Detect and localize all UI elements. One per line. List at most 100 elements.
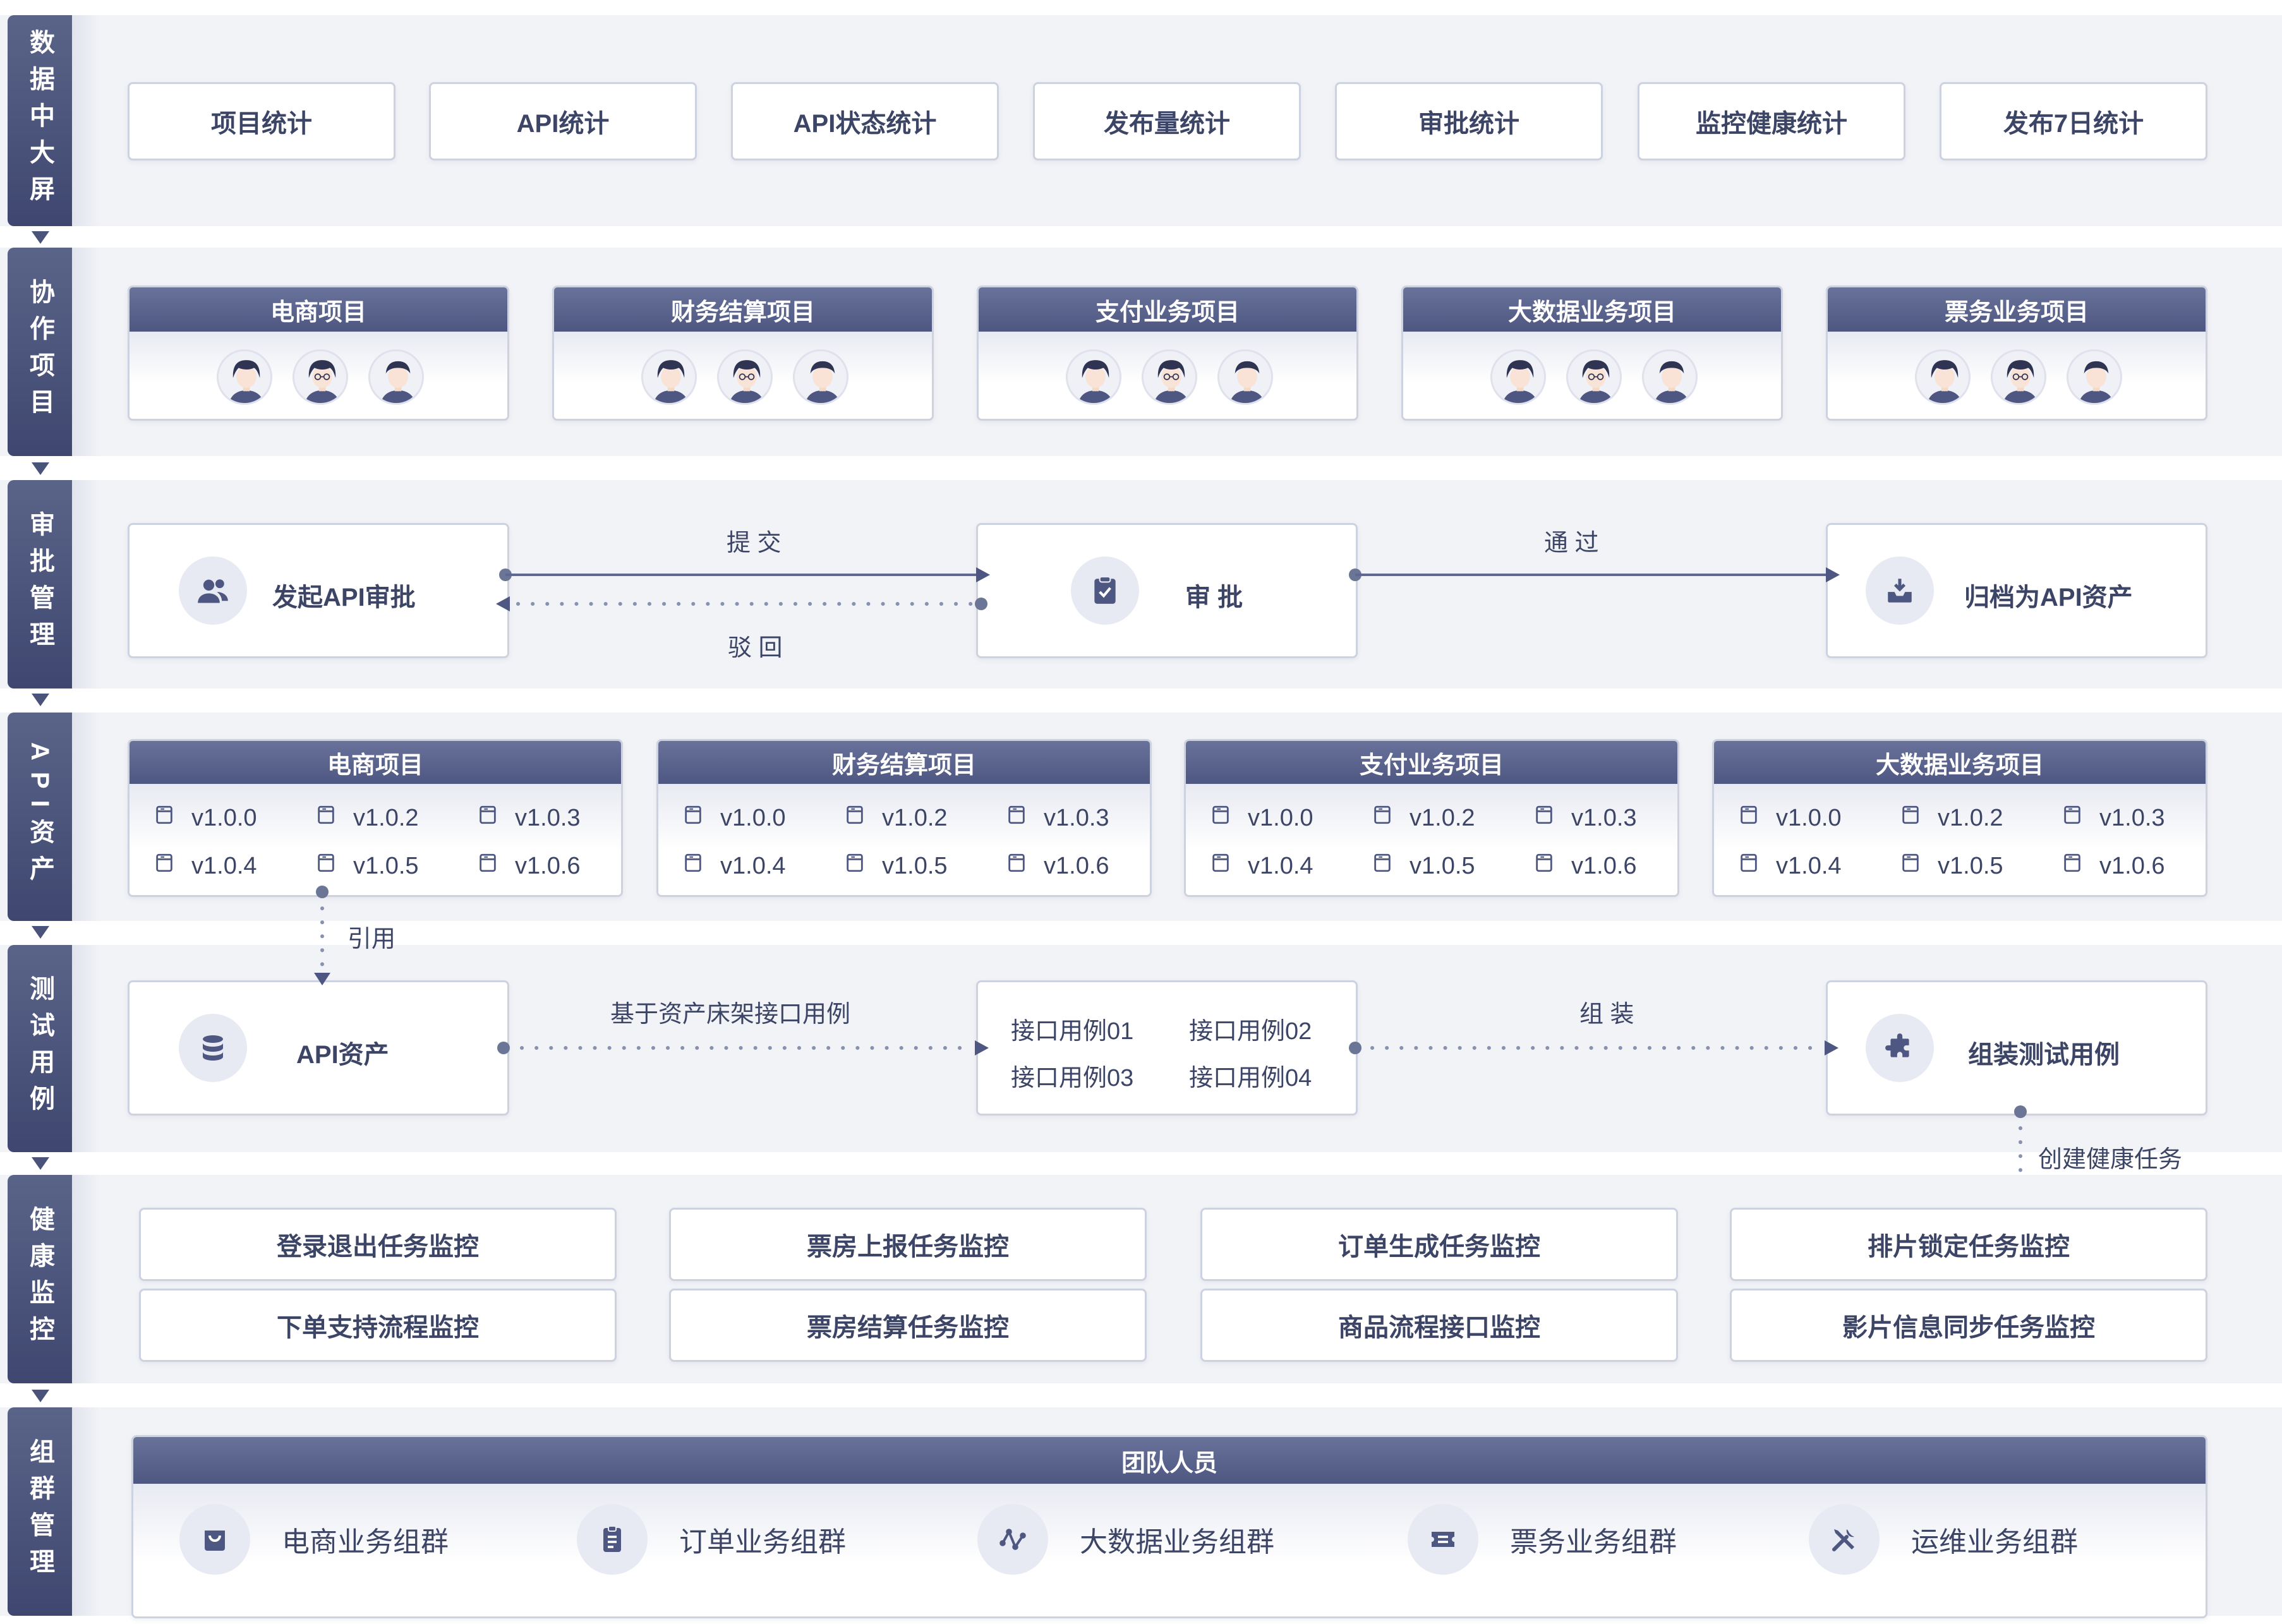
version-item[interactable]: v1.0.6 [1006,852,1109,880]
test-case-item[interactable]: 接口用例03 [1011,1065,1134,1092]
group-item[interactable]: 大数据业务组群 [977,1503,1274,1576]
member-avatar[interactable] [217,349,272,405]
version-item[interactable]: v1.0.4 [682,852,786,880]
api-asset-box[interactable]: API资产 [128,980,509,1116]
member-avatar[interactable] [1142,349,1197,405]
monitor-task-button[interactable]: 登录退出任务监控 [139,1208,617,1281]
version-item[interactable]: v1.0.4 [154,852,257,880]
member-avatar[interactable] [1217,349,1273,405]
row-arrow [32,231,49,244]
version-item[interactable]: v1.0.2 [315,804,419,832]
version-label: v1.0.6 [515,852,581,879]
member-avatar[interactable] [293,349,348,405]
test-case-item[interactable]: 接口用例01 [1011,1018,1134,1045]
project-card[interactable]: 财务结算项目 [552,286,934,421]
version-item[interactable]: v1.0.5 [1900,852,2003,880]
create-task-label: 创建健康任务 [2038,1146,2183,1173]
monitor-task-button[interactable]: 票房上报任务监控 [669,1208,1147,1281]
member-avatar[interactable] [1642,349,1698,405]
group-item[interactable]: 订单业务组群 [577,1503,846,1576]
monitor-task-button[interactable]: 下单支持流程监控 [139,1289,617,1362]
version-item[interactable]: v1.0.2 [844,804,948,832]
test-case-item[interactable]: 接口用例04 [1189,1065,1312,1092]
start-approval-box[interactable]: 发起API审批 [128,523,509,658]
file-icon [682,804,720,832]
member-avatar[interactable] [368,349,424,405]
version-item[interactable]: v1.0.3 [1533,804,1637,832]
version-item[interactable]: v1.0.5 [315,852,419,880]
file-icon [154,804,191,832]
stat-button-project[interactable]: 项目统计 [128,82,395,160]
assembled-box[interactable]: 组装测试用例 [1826,980,2207,1116]
group-item[interactable]: 电商业务组群 [179,1503,449,1576]
monitor-task-button[interactable]: 票房结算任务监控 [669,1289,1147,1362]
file-icon [1900,852,1938,880]
member-avatar[interactable] [1490,349,1546,405]
team-card: 团队人员 电商业务组群订单业务组群大数据业务组群票务业务组群运维业务组群 [131,1435,2207,1618]
version-item[interactable]: v1.0.3 [1006,804,1109,832]
puzzle-icon [1866,1014,1934,1082]
version-item[interactable]: v1.0.0 [1738,804,1842,832]
version-item[interactable]: v1.0.3 [2062,804,2165,832]
file-icon [315,804,353,832]
project-card[interactable]: 票务业务项目 [1826,286,2207,421]
archive-box[interactable]: 归档为API资产 [1826,523,2207,658]
row-arrow [32,1157,49,1170]
member-avatar[interactable] [2067,349,2122,405]
member-avatar[interactable] [1066,349,1121,405]
member-avatar[interactable] [1915,349,1971,405]
version-label: v1.0.3 [2099,804,2165,831]
row-label-cluster: 组群管理 [8,1407,100,1616]
stat-button-approval[interactable]: 审批统计 [1335,82,1603,160]
project-card-title: 大数据业务项目 [1403,287,1781,332]
project-card[interactable]: 支付业务项目 [977,286,1358,421]
member-avatar[interactable] [793,349,848,405]
project-card[interactable]: 大数据业务项目 [1401,286,1783,421]
stat-button-7day[interactable]: 发布7日统计 [1940,82,2207,160]
member-avatar[interactable] [1566,349,1622,405]
version-item[interactable]: v1.0.0 [682,804,786,832]
monitor-task-button[interactable]: 排片锁定任务监控 [1730,1208,2207,1281]
api-asset-label: API资产 [296,1041,389,1069]
stat-button-api[interactable]: API统计 [429,82,697,160]
version-item[interactable]: v1.0.4 [1210,852,1313,880]
test-case-item[interactable]: 接口用例02 [1189,1018,1312,1045]
file-icon [1738,804,1776,832]
database-icon [179,1014,247,1082]
member-avatar[interactable] [1991,349,2046,405]
member-avatar[interactable] [641,349,697,405]
monitor-task-button[interactable]: 商品流程接口监控 [1200,1289,1678,1362]
project-card-title: 财务结算项目 [554,287,932,332]
version-item[interactable]: v1.0.3 [477,804,581,832]
version-item[interactable]: v1.0.0 [154,804,257,832]
group-item[interactable]: 票务业务组群 [1408,1503,1677,1576]
stat-button-release[interactable]: 发布量统计 [1033,82,1301,160]
monitor-task-button[interactable]: 影片信息同步任务监控 [1730,1289,2207,1362]
version-item[interactable]: v1.0.5 [1372,852,1475,880]
version-item[interactable]: v1.0.2 [1900,804,2003,832]
review-box[interactable]: 审 批 [976,523,1358,658]
network-icon [977,1504,1048,1575]
version-item[interactable]: v1.0.0 [1210,804,1313,832]
version-item[interactable]: v1.0.6 [477,852,581,880]
monitor-task-button[interactable]: 订单生成任务监控 [1200,1208,1678,1281]
users-icon [179,556,247,625]
test-cases-box[interactable]: 接口用例01 接口用例02 接口用例03 接口用例04 [976,980,1358,1116]
stat-button-health[interactable]: 监控健康统计 [1638,82,1905,160]
version-item[interactable]: v1.0.5 [844,852,948,880]
version-item[interactable]: v1.0.4 [1738,852,1842,880]
version-label: v1.0.4 [1776,852,1842,879]
submit-arrow [499,567,990,582]
project-card[interactable]: 电商项目 [128,286,509,421]
version-item[interactable]: v1.0.2 [1372,804,1475,832]
member-avatar[interactable] [717,349,773,405]
group-item[interactable]: 运维业务组群 [1809,1503,2078,1576]
stat-button-api-status[interactable]: API状态统计 [731,82,999,160]
version-item[interactable]: v1.0.6 [1533,852,1637,880]
version-item[interactable]: v1.0.6 [2062,852,2165,880]
group-label: 大数据业务组群 [1080,1527,1274,1558]
